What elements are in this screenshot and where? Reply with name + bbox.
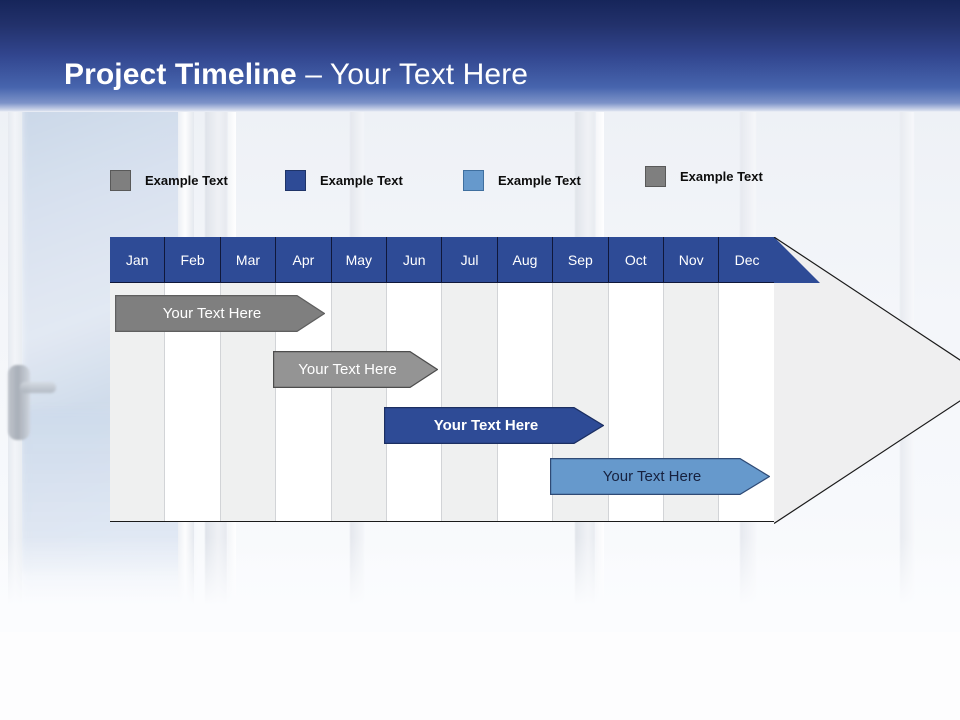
timeline-bar-2[interactable]: Your Text Here bbox=[273, 351, 438, 388]
month-column-mar[interactable]: Mar bbox=[220, 237, 277, 522]
month-header-jan: Jan bbox=[110, 237, 166, 282]
door-handle-icon bbox=[8, 365, 30, 440]
month-column-apr[interactable]: Apr bbox=[276, 237, 332, 522]
timeline-bar-label-4: Your Text Here bbox=[602, 468, 702, 485]
month-header-mar: Mar bbox=[220, 237, 277, 282]
month-column-jul[interactable]: Jul bbox=[442, 237, 498, 522]
legend-item-2[interactable]: Example Text bbox=[285, 170, 403, 191]
background-fade bbox=[0, 537, 960, 632]
timeline-bar-label-2: Your Text Here bbox=[298, 361, 397, 378]
month-column-aug[interactable]: Aug bbox=[497, 237, 554, 522]
arrowhead-outline bbox=[774, 237, 960, 524]
timeline-bar-outline-4 bbox=[550, 458, 770, 495]
legend-item-4[interactable]: Example Text bbox=[645, 166, 763, 187]
timeline-bar-outline-3 bbox=[384, 407, 604, 444]
month-cell-jul bbox=[442, 282, 498, 521]
month-header-jun: Jun bbox=[387, 237, 443, 282]
timeline-bar-shape-3 bbox=[384, 407, 604, 444]
month-column-dec[interactable]: Dec bbox=[719, 237, 775, 522]
timeline-bar-shape-2 bbox=[273, 351, 438, 388]
month-header-apr: Apr bbox=[276, 237, 332, 282]
legend-swatch-3 bbox=[463, 170, 484, 191]
month-column-may[interactable]: May bbox=[331, 237, 387, 522]
month-cell-jun bbox=[387, 282, 443, 521]
door-handle-lever-icon bbox=[20, 382, 56, 393]
title-banner bbox=[0, 0, 960, 112]
timeline-bar-outline-2 bbox=[273, 351, 438, 388]
timeline-bar-shape-4 bbox=[550, 458, 770, 495]
timeline-bar-1[interactable]: Your Text Here bbox=[115, 295, 325, 332]
month-cell-aug bbox=[498, 282, 554, 521]
timeline-bar-label-1: Your Text Here bbox=[162, 305, 262, 322]
month-header-nov: Nov bbox=[664, 237, 720, 282]
month-column-jun[interactable]: Jun bbox=[387, 237, 443, 522]
header-divider bbox=[110, 282, 775, 283]
month-column-jan[interactable]: Jan bbox=[110, 237, 166, 522]
legend-swatch-1 bbox=[110, 170, 131, 191]
timeline-bar-4[interactable]: Your Text Here bbox=[550, 458, 770, 495]
month-header-oct: Oct bbox=[608, 237, 664, 282]
month-cell-may bbox=[331, 282, 387, 521]
month-header-feb: Feb bbox=[165, 237, 221, 282]
timeline-bar-outline-1 bbox=[115, 295, 325, 332]
legend-item-3[interactable]: Example Text bbox=[463, 170, 581, 191]
month-header-jul: Jul bbox=[442, 237, 498, 282]
legend-label-1: Example Text bbox=[145, 173, 228, 188]
month-cell-apr bbox=[276, 282, 332, 521]
legend-swatch-2 bbox=[285, 170, 306, 191]
page-title-rest: – Your Text Here bbox=[296, 58, 529, 91]
month-cell-oct bbox=[609, 282, 664, 521]
month-column-oct[interactable]: Oct bbox=[608, 237, 664, 522]
legend-item-1[interactable]: Example Text bbox=[110, 170, 228, 191]
legend-label-3: Example Text bbox=[498, 173, 581, 188]
month-header-sep: Sep bbox=[553, 237, 609, 282]
legend-label-4: Example Text bbox=[680, 169, 763, 184]
timeline-arrowhead bbox=[774, 237, 960, 524]
legend-swatch-4 bbox=[645, 166, 666, 187]
timeline-bar-label-3: Your Text Here bbox=[433, 417, 539, 434]
month-header-may: May bbox=[331, 237, 387, 282]
month-header-aug: Aug bbox=[497, 237, 554, 282]
month-column-feb[interactable]: Feb bbox=[165, 237, 221, 522]
month-header-dec: Dec bbox=[719, 237, 775, 282]
page-title-bold: Project Timeline bbox=[64, 58, 297, 91]
page-title: Project Timeline – Your Text Here bbox=[64, 58, 528, 92]
timeline-bar-shape-1 bbox=[115, 295, 325, 332]
timeline-bar-3[interactable]: Your Text Here bbox=[384, 407, 604, 444]
legend-label-2: Example Text bbox=[320, 173, 403, 188]
month-cell-feb bbox=[165, 282, 221, 521]
